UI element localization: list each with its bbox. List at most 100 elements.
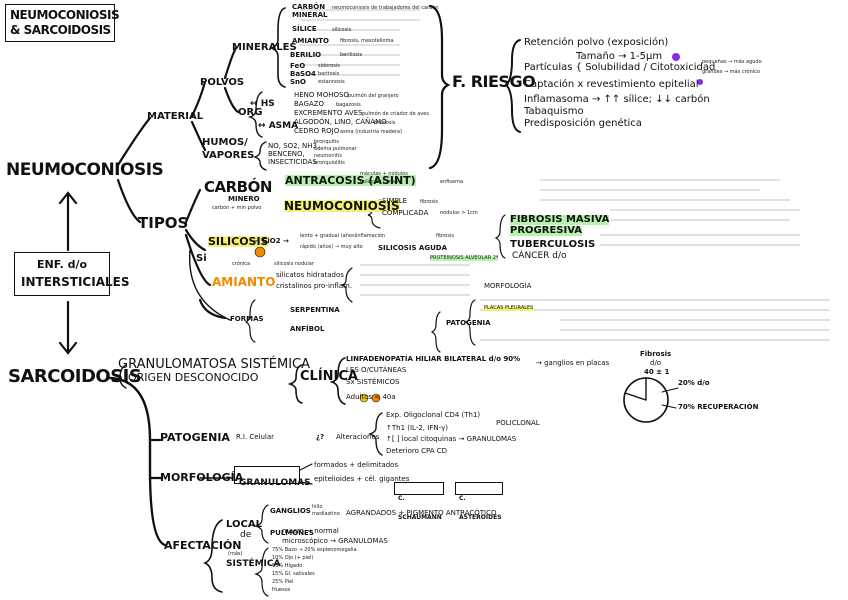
sist-item-1: 75% Bazo → 20% esplenomegalia (272, 547, 357, 553)
pat-item-5: Deterioro CPA CD (386, 447, 448, 455)
note-org-3: pulmón de criador de aves (362, 111, 429, 117)
serpentina: SERPENTINA (290, 306, 340, 314)
riesgo-grandes: grandes → más crónico (702, 69, 760, 75)
note-si-3: inflamación (356, 233, 386, 239)
sio2-label: → SiO2 → (254, 237, 289, 245)
note-humos-1: bronquitis (314, 139, 340, 145)
note-mineral-6: baritosis (318, 71, 340, 77)
org-algodon: ALGODÓN, LINO, CÁÑAMO (294, 118, 387, 126)
mediastino: mediastino (312, 511, 340, 517)
title-line2: & SARCOIDOSIS (10, 23, 111, 37)
note-mineral-4: beriliosis (340, 52, 363, 58)
mineral-carbon: CARBÓN (292, 3, 326, 11)
clinica-item-4: Adultos < 40a (346, 393, 396, 401)
clinica-side: → ganglios en placas (536, 359, 610, 367)
minerales-label: MINERALES (232, 42, 297, 53)
fibrosis-masiva: FIBROSIS MASIVA (510, 214, 610, 225)
riesgo-predisposicion: Predisposición genética (524, 118, 642, 129)
morfologia-amianto: MORFOLOGÍA (484, 282, 532, 290)
silicosis-aguda: SILICOSIS AGUDA (378, 244, 447, 252)
humos-item-1: NO, SO2, NH3, (268, 142, 320, 150)
note-si-5: crónica (232, 261, 251, 267)
note-mineral-1: neumoconiosis de trabajadores del carbón (332, 5, 439, 11)
title-box: NEUMOCONIOSIS & SARCOIDOSIS (5, 4, 120, 42)
local-label: LOCAL (226, 519, 262, 530)
schaumann-box: C. SCHAUMANN (394, 482, 444, 521)
formas-label: FORMAS (230, 315, 264, 323)
sistemica-label: SISTÉMICA (226, 559, 281, 569)
note-tipos-1: máculas + nódulos (360, 171, 408, 177)
title-line1: NEUMOCONIOSIS (10, 8, 120, 22)
riesgo-tamano: Tamaño → 1-5μm (576, 51, 663, 62)
tipos-label: TIPOS (138, 214, 189, 232)
pie-40: 40 ± 1 (644, 368, 670, 376)
enf-line2: INTERSTICIALES (21, 275, 130, 289)
clinica-label: CLÍNICA (300, 369, 358, 384)
ri-celular: R.I. Celular (236, 433, 275, 441)
note-humos-3: neumonitis (314, 153, 342, 159)
cancer: CÁNCER d/o (512, 251, 567, 261)
placas-pleurales: PLACAS PLEURALES (484, 305, 534, 311)
pat-item-2: POLICLONAL (496, 419, 540, 427)
pat-item-3: ↑Th1 (IL-2, IFN-γ) (386, 424, 448, 432)
si-label: Si (196, 253, 207, 264)
humos-label: HUMOS/ (202, 137, 248, 148)
clinica-item-1: LINFADENOPATÍA HILIAR BILATERAL d/o 90% (346, 355, 521, 363)
note-humos-4: bronquiolitis (314, 160, 345, 166)
tipo-minero-sub: carbón + mín polvo (212, 205, 262, 211)
mineral-amianto: AMIANTO (292, 37, 329, 45)
note-si-4: fibrosis (436, 233, 454, 239)
ri-question: ¿? (316, 433, 325, 441)
riesgo-retencion: Retención polvo (exposición) (524, 37, 669, 48)
mineral-berilio: BERILIO (290, 51, 322, 59)
patogenia-sarc: PATOGENIA (160, 431, 230, 444)
morf-item-2: epitelioides + cél. gigantes (314, 475, 410, 483)
asteroides-text: C. ASTEROIDES (459, 495, 502, 521)
org-heno: HENO MOHOSO (294, 91, 349, 99)
riesgo-label: F. RIESGO (452, 72, 536, 91)
pie-fib: d/o (650, 359, 662, 367)
sist-item-4: 15% Gl. salivales (272, 571, 315, 577)
riesgo-inflamasoma: Inflamasoma → ↑↑ sílice; ↓↓ carbón (524, 94, 710, 105)
progresiva: PROGRESIVA (510, 225, 582, 236)
agrandados: AGRANDADOS + PIGMENTO ANTRACÓTICO (346, 509, 497, 517)
alteraciones: Alteraciones (336, 433, 380, 441)
morf-item-1: formados + delimitados (314, 461, 399, 469)
microscopia: microscópico → GRANULOMAS (282, 537, 388, 545)
silicosis-label: SILICOSIS (208, 235, 269, 248)
sist-item-5: 25% Piel (272, 579, 294, 585)
enf-line1: ENF. d/o (37, 258, 88, 271)
mineral-mineral: MINERAL (292, 11, 328, 19)
note-si-2: rápido (años) → muy alto (300, 244, 363, 250)
note-tipos-2: polvo de carbón (360, 179, 401, 185)
pat-item-1: Exp. Oligoclonal CD4 (Th1) (386, 411, 481, 419)
org-arrow-hs-1: ↔ HS (250, 99, 275, 109)
enf-intersticiales-box: ENF. d/o INTERSTICIALES (14, 252, 129, 296)
clinica-item-2: LES O/CUTÁNEAS (346, 366, 407, 374)
mineral-silice: SÍLICE (292, 25, 317, 33)
proteinosis: PROTEINOSIS ALVEOLAR 2ª (430, 255, 499, 261)
pulmones: PULMONES (270, 529, 314, 537)
material-label: MATERIAL (147, 111, 204, 122)
mineral-sno: SnO (290, 78, 306, 86)
mineral-feo: FeO (290, 62, 306, 70)
silicatos: silicatos hidratados (276, 271, 344, 279)
note-mineral-5: siderosis (318, 63, 340, 69)
origen: ORIGEN DESCONOCIDO (128, 371, 259, 384)
sist-item-3: 15% Hígado (272, 563, 303, 569)
asteroides-box: C. ASTEROIDES (455, 482, 503, 521)
note-tipos-3: fibrosis (420, 199, 438, 205)
patogenia-amianto: PATOGENIA (446, 319, 491, 327)
org-cedro: CEDRO ROJO (294, 127, 340, 135)
hilio: hilio (312, 504, 323, 510)
riesgo-tabaquismo: Tabaquismo (524, 106, 584, 117)
granulomas-box: GRANULOMAS (234, 466, 311, 488)
humos-item-3: INSECTICIDAS (268, 158, 317, 166)
mineral-baso4: BaSO4 (290, 70, 316, 78)
riesgo-pequenas: pequeñas → más agudo (702, 59, 762, 65)
granulomas-text: GRANULOMAS (239, 478, 311, 488)
afectacion-label: AFECTACIÓN (164, 539, 242, 552)
pat-item-4: ↑[ ] local citoquinas → GRANULOMAS (386, 435, 517, 443)
recuperacion: 70% RECUPERACIÓN (678, 403, 759, 411)
